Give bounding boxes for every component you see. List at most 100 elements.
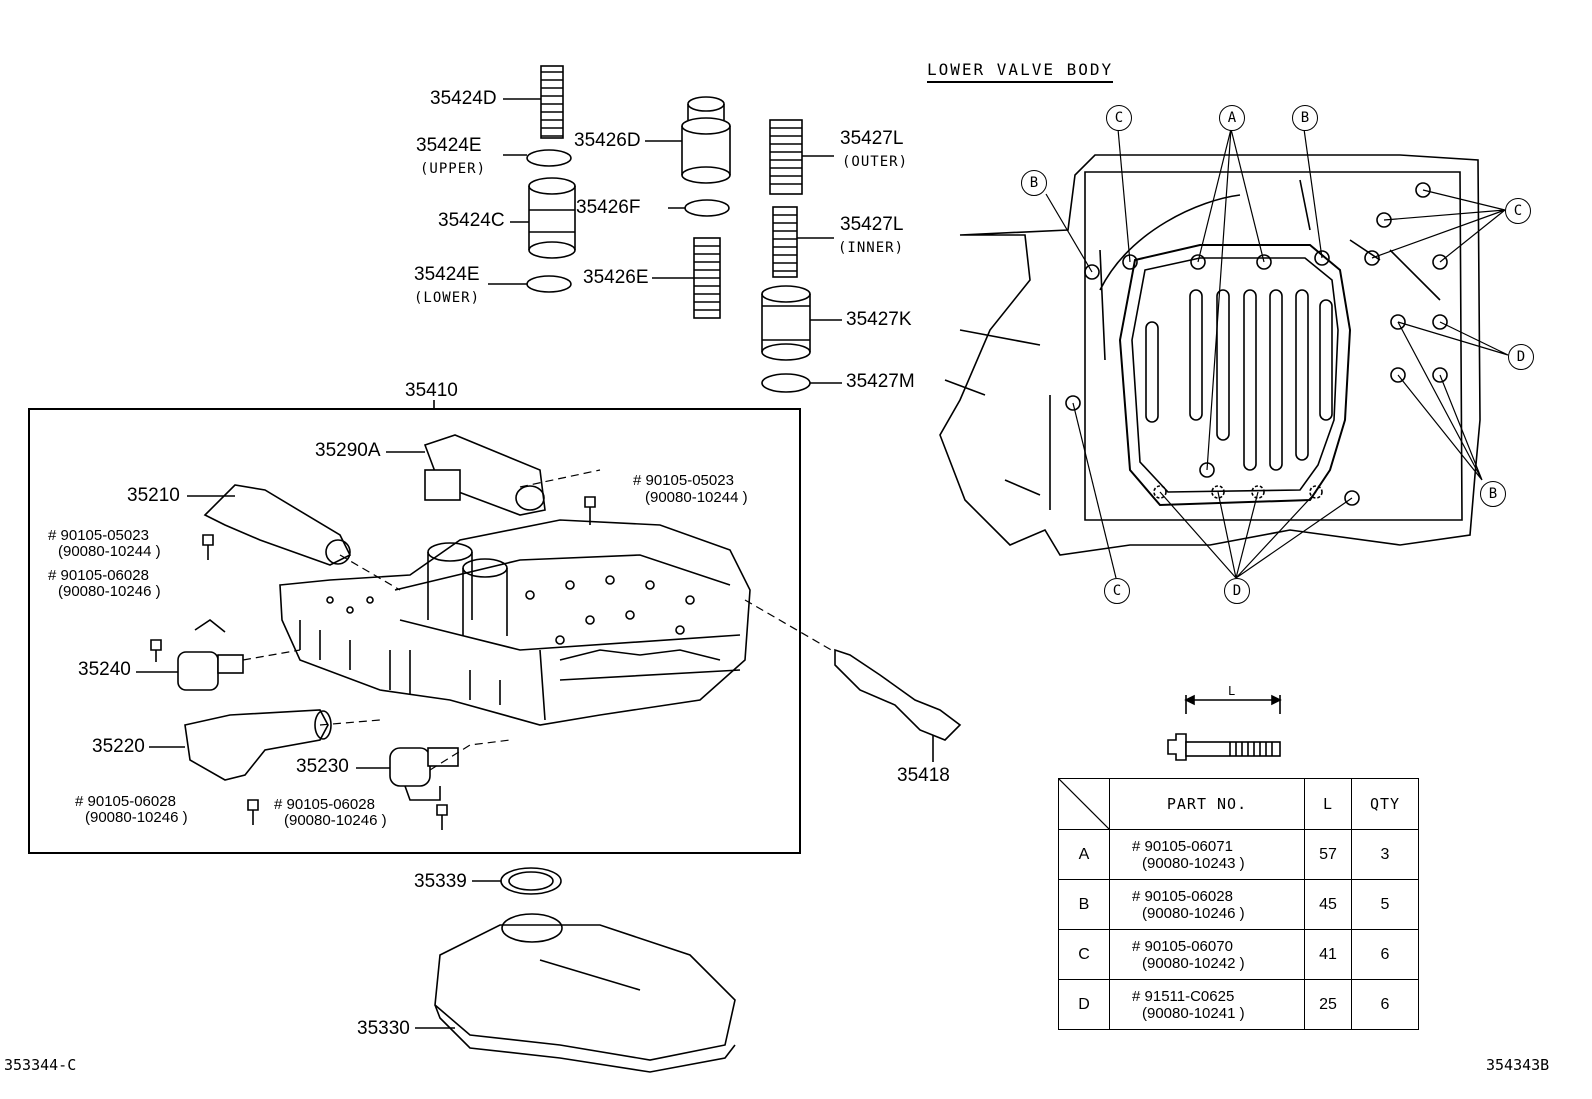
row-l: 57 (1304, 829, 1352, 880)
bolt-spec-table: PART NO. L QTY A # 90105-06071(90080-102… (1058, 778, 1419, 1030)
part-label-35424E-upper: 35424E (416, 135, 482, 156)
part-note-inner: (INNER) (838, 240, 905, 256)
bolt-icons (150, 496, 596, 830)
callout-C-right: C (1505, 198, 1531, 224)
table-corner-cell (1058, 778, 1110, 830)
sleeve-35424C (510, 177, 576, 259)
bolt-label-5b: (90080-10246 ) (284, 812, 387, 829)
part-label-35424C: 35424C (438, 210, 505, 231)
row-l: 41 (1304, 929, 1352, 980)
oring-35427M (761, 373, 811, 393)
row-code: C (1058, 929, 1110, 980)
bolt-label-1b: (90080-10244 ) (645, 489, 748, 506)
callout-A: A (1219, 105, 1245, 131)
bolt-label-3a: # 90105-06028 (48, 567, 149, 584)
plug-35426D (645, 96, 731, 184)
spring-35424D (503, 65, 564, 139)
table-row: D # 91511-C0625(90080-10241 ) 25 6 (1058, 979, 1419, 1030)
row-qty: 3 (1351, 829, 1419, 880)
valve-body-assembly-frame (28, 408, 801, 854)
callout-D-bottom: D (1224, 578, 1250, 604)
bolt-label-4b: (90080-10246 ) (85, 809, 188, 826)
bolt-label-2b: (90080-10244 ) (58, 543, 161, 560)
row-part-b: (90080-10243 ) (1142, 854, 1245, 872)
oring-35424E-upper (526, 149, 572, 167)
sensor-35418 (834, 648, 962, 762)
assembly-dashed-lines (242, 469, 841, 771)
part-note-lower: (LOWER) (414, 290, 481, 306)
row-code: A (1058, 829, 1110, 880)
part-label-35230: 35230 (296, 756, 349, 777)
sleeve-35427K (761, 285, 842, 361)
bolt-label-1a: # 90105-05023 (633, 472, 734, 489)
callout-C-bottom: C (1104, 578, 1130, 604)
section-title: LOWER VALVE BODY (927, 60, 1114, 83)
row-part-a: # 90105-06028 (1132, 887, 1233, 905)
solenoid-35210 (187, 484, 352, 566)
footer-left-code: 353344-C (4, 1056, 77, 1074)
part-label-35427L-outer: 35427L (840, 128, 904, 149)
part-label-35427L-inner: 35427L (840, 214, 904, 235)
part-label-35426E: 35426E (583, 267, 649, 288)
row-part-b: (90080-10246 ) (1142, 904, 1245, 922)
header-l: L (1304, 778, 1352, 830)
bolt-label-3b: (90080-10246 ) (58, 583, 161, 600)
callout-B-right: B (1480, 481, 1506, 507)
row-l: 45 (1304, 879, 1352, 930)
part-note-upper: (UPPER) (420, 161, 487, 177)
oring-35426F (684, 199, 730, 217)
row-qty: 6 (1351, 929, 1419, 980)
callout-D-right: D (1508, 344, 1534, 370)
seal-35339 (472, 867, 562, 895)
table-row: B # 90105-06028(90080-10246 ) 45 5 (1058, 879, 1419, 930)
part-label-35240: 35240 (78, 659, 131, 680)
bolt-label-2a: # 90105-05023 (48, 527, 149, 544)
solenoid-35240 (136, 619, 244, 691)
part-label-35424D: 35424D (430, 88, 497, 109)
row-part-a: # 90105-06070 (1132, 937, 1233, 955)
part-note-outer: (OUTER) (842, 154, 909, 170)
row-code: D (1058, 979, 1110, 1030)
header-qty: QTY (1351, 778, 1419, 830)
header-part-no: PART NO. (1109, 778, 1305, 830)
solenoid-35290A (386, 434, 546, 516)
row-part-b: (90080-10241 ) (1142, 1004, 1245, 1022)
valve-body (279, 519, 751, 726)
part-label-35427K: 35427K (846, 309, 912, 330)
bolt-label-5a: # 90105-06028 (274, 796, 375, 813)
row-l: 25 (1304, 979, 1352, 1030)
bolt-label-4a: # 90105-06028 (75, 793, 176, 810)
row-part-a: # 91511-C0625 (1132, 987, 1235, 1005)
part-label-35427M: 35427M (846, 371, 915, 392)
part-label-35410: 35410 (405, 380, 458, 401)
table-row: A # 90105-06071(90080-10243 ) 57 3 (1058, 829, 1419, 880)
row-qty: 6 (1351, 979, 1419, 1030)
part-label-35220: 35220 (92, 736, 145, 757)
footer-right-code: 354343B (1486, 1056, 1550, 1074)
callout-C-top: C (1106, 105, 1132, 131)
callout-B-left: B (1021, 170, 1047, 196)
part-label-35424E-lower: 35424E (414, 264, 480, 285)
part-label-35339: 35339 (414, 871, 467, 892)
oring-35424E-lower (526, 275, 572, 293)
solenoid-35230 (356, 747, 459, 801)
lower-valve-body-view (939, 154, 1481, 556)
dimension-label: L (1228, 684, 1236, 698)
bolt-length-dimension (1167, 694, 1282, 761)
row-qty: 5 (1351, 879, 1419, 930)
part-label-35210: 35210 (127, 485, 180, 506)
part-label-35330: 35330 (357, 1018, 410, 1039)
row-part-a: # 90105-06071 (1132, 837, 1233, 855)
spring-35427L-outer (769, 119, 834, 195)
strainer-35330 (415, 913, 736, 1073)
solenoid-35220 (149, 709, 332, 781)
row-code: B (1058, 879, 1110, 930)
table-row: C # 90105-06070(90080-10242 ) 41 6 (1058, 929, 1419, 980)
callout-leader-lines (1045, 128, 1509, 579)
part-label-35426D: 35426D (574, 130, 641, 151)
spring-35427L-inner (772, 206, 834, 278)
part-label-35418: 35418 (897, 765, 950, 786)
row-part-b: (90080-10242 ) (1142, 954, 1245, 972)
part-label-35426F: 35426F (576, 197, 641, 218)
